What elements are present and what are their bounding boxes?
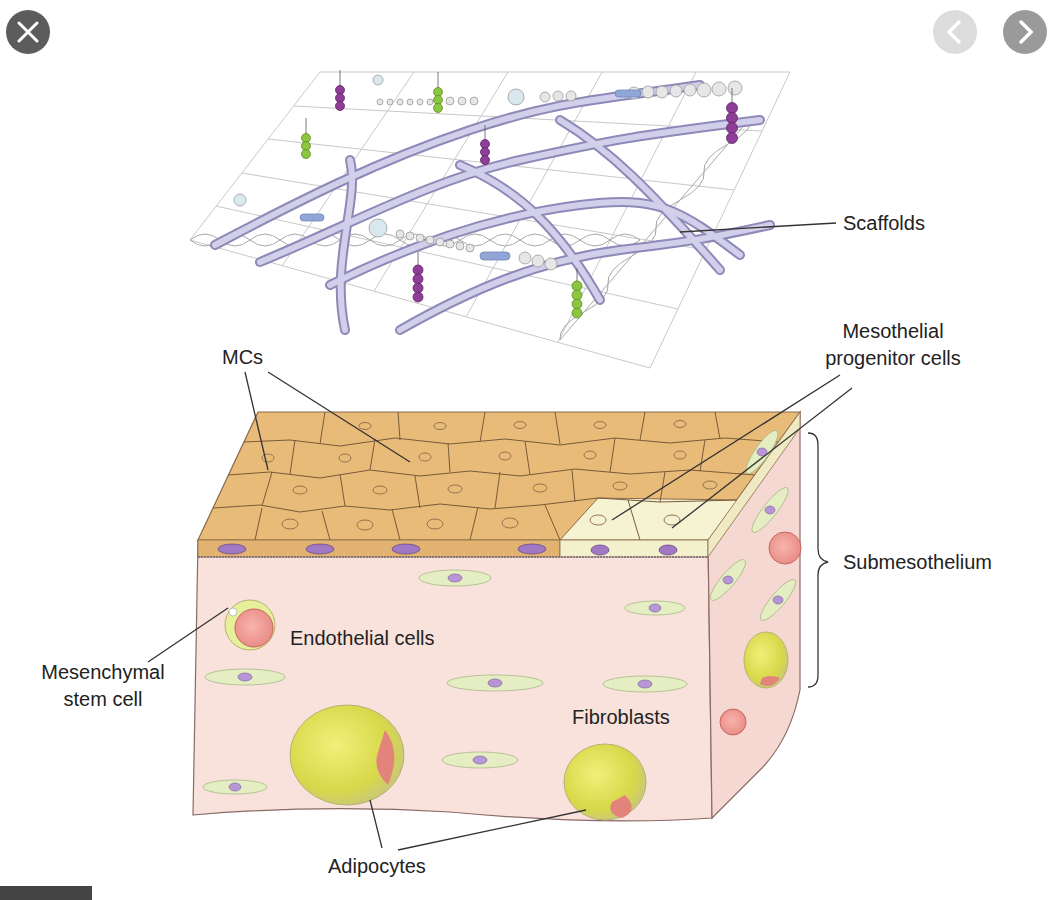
part-label: MCs: [222, 344, 263, 371]
part-label: Adipocytes: [328, 853, 426, 880]
part-label: Endothelial cells: [290, 625, 435, 652]
leader-lines: [148, 223, 852, 850]
part-label: Fibroblasts: [572, 704, 670, 731]
part-label: Mesothelial progenitor cells: [823, 318, 963, 372]
helix-strands: [190, 116, 752, 340]
adipocytes: [290, 632, 788, 820]
scaffold-grid: [190, 72, 790, 368]
bead-stacks: [302, 70, 738, 318]
endothelial-cells: [720, 532, 801, 735]
tissue-block: [193, 412, 801, 821]
scaffold-fibers: [215, 85, 770, 330]
stem-cell: [225, 600, 275, 650]
viewer-buttons: [0, 10, 1047, 900]
part-label: Submesothelium: [843, 549, 992, 576]
bead-chains: [234, 75, 742, 270]
part-label: Mesenchymal stem cell: [28, 659, 178, 713]
part-label: Scaffolds: [843, 210, 925, 237]
